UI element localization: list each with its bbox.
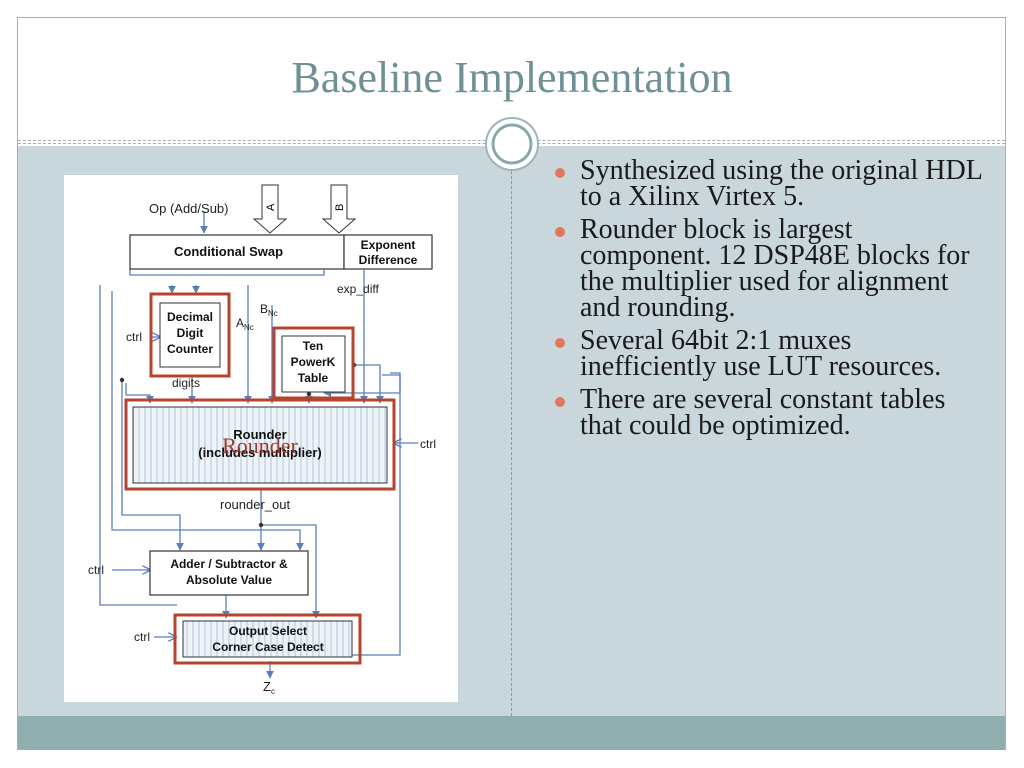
- rounder-block: [132, 406, 388, 484]
- ctrl-counter-label: ctrl: [126, 330, 142, 344]
- column-divider: [511, 146, 512, 716]
- z-output-label: Zc: [263, 679, 275, 696]
- decimal-digit-counter-label-1: Decimal: [167, 310, 213, 324]
- rounder-label-1: Rounder: [233, 427, 286, 442]
- ctrl-output-label: ctrl: [134, 630, 150, 644]
- ten-powerk-table-highlight: [272, 326, 355, 400]
- decimal-digit-counter-highlight: [149, 292, 231, 378]
- output-select-block: [182, 620, 353, 658]
- bullet-text: There are several constant tables that c…: [580, 384, 946, 441]
- bullet-item: Several 64bit 2:1 muxes inefficiently us…: [548, 325, 988, 382]
- input-b-label: B: [334, 204, 346, 211]
- output-select-label-1: Output Select: [229, 624, 307, 638]
- decimal-digit-counter-block: [159, 302, 221, 368]
- bullet-dot-icon: [555, 168, 565, 178]
- output-select-label-2: Corner Case Detect: [212, 640, 323, 654]
- adder-subtractor-block: [149, 550, 309, 596]
- output-select-highlight: [173, 613, 362, 665]
- decimal-digit-counter-label-3: Counter: [167, 342, 213, 356]
- ctrl-rounder-label: ctrl: [420, 437, 436, 451]
- op-label: Op (Add/Sub): [149, 201, 229, 216]
- digits-label: digits: [172, 376, 200, 390]
- input-a-label: A: [265, 203, 277, 211]
- exp-diff-label: exp_diff: [337, 282, 379, 296]
- ten-powerk-table-block: [281, 335, 346, 393]
- bullet-item: Synthesized using the original HDL to a …: [548, 155, 988, 212]
- ten-powerk-table-label-2: PowerK: [291, 355, 336, 369]
- input-a-arrow: A: [252, 184, 288, 234]
- decimal-digit-counter-label-2: Digit: [177, 326, 204, 340]
- bullet-dot-icon: [555, 227, 565, 237]
- rounder-out-label: rounder_out: [220, 497, 290, 512]
- rounder-label-2: (includes multiplier): [198, 445, 322, 460]
- ctrl-adder-label: ctrl: [88, 563, 104, 577]
- adder-subtractor-label-1: Adder / Subtractor &: [170, 557, 288, 571]
- bullet-text: Synthesized using the original HDL to a …: [580, 155, 982, 212]
- bullet-text: Rounder block is largest component. 12 D…: [580, 214, 970, 323]
- bullet-dot-icon: [555, 397, 565, 407]
- exponent-difference-block: [343, 234, 433, 270]
- a-nc-label: ANc: [236, 316, 254, 332]
- rounder-overlay-label: Rounder: [222, 433, 298, 458]
- ten-powerk-table-label-3: Table: [298, 371, 329, 385]
- conditional-swap-label: Conditional Swap: [174, 244, 283, 259]
- b-nc-label: BNc: [260, 302, 278, 318]
- bullet-item: There are several constant tables that c…: [548, 384, 988, 441]
- exponent-difference-label-2: Difference: [359, 253, 418, 267]
- conditional-swap-block: [129, 234, 345, 270]
- slide-title: Baseline Implementation: [291, 53, 733, 102]
- adder-subtractor-label-2: Absolute Value: [186, 573, 272, 587]
- bullet-item: Rounder block is largest component. 12 D…: [548, 214, 988, 323]
- bullet-list: Synthesized using the original HDL to a …: [548, 155, 988, 446]
- footer-band: [18, 716, 1005, 750]
- rounder-highlight: [124, 398, 396, 491]
- bullet-text: Several 64bit 2:1 muxes inefficiently us…: [580, 325, 942, 382]
- exponent-difference-label-1: Exponent: [361, 238, 416, 252]
- bullet-dot-icon: [555, 338, 565, 348]
- block-diagram: A B Op (Add/Sub) Conditional Swap Expone…: [88, 184, 436, 696]
- circle-ornament-icon: [485, 117, 539, 171]
- block-diagram-panel: A B Op (Add/Sub) Conditional Swap Expone…: [64, 175, 458, 702]
- ten-powerk-table-label-1: Ten: [303, 339, 323, 353]
- input-b-arrow: B: [321, 184, 357, 234]
